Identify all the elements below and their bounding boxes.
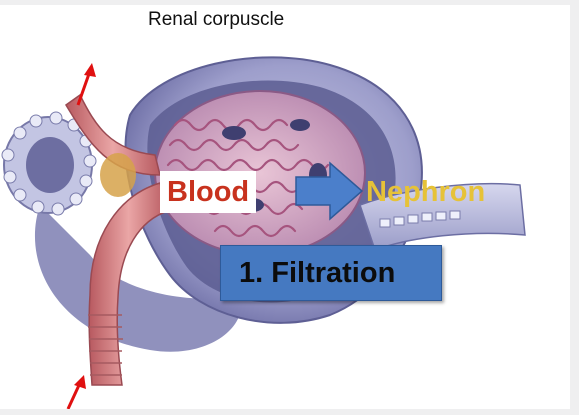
proximal-tubule (359, 182, 526, 251)
filtration-step-box: 1. Filtration (220, 245, 442, 301)
arterioles (65, 93, 169, 386)
slide-canvas: Renal corpuscle Blood Nephron 1. Filtrat… (0, 5, 570, 409)
nephron-label: Nephron (366, 171, 485, 213)
blood-label-text: Blood (167, 176, 250, 208)
blood-flow-in-arrow (66, 375, 86, 409)
filtration-step-label: 1. Filtration (239, 256, 396, 289)
block-arrow-right-icon (295, 161, 364, 221)
lower-capsule-lobe (34, 205, 242, 352)
blood-label: Blood (160, 171, 257, 213)
blood-flow-out-arrow (76, 63, 96, 106)
nephron-label-text: Nephron (366, 176, 486, 208)
left-tubule-cross-section (1, 111, 97, 216)
diagram-title: Renal corpuscle (148, 9, 285, 30)
